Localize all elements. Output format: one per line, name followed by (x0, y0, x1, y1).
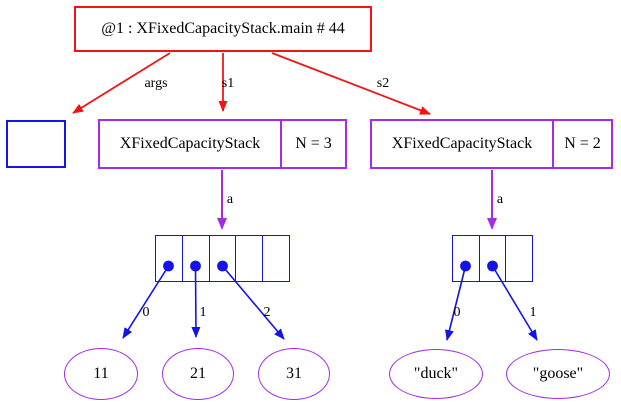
edge-index2-left-arrow (221, 265, 285, 340)
edge-index0-right-arrow (445, 265, 467, 341)
edge-s2-arrow (271, 52, 431, 115)
array-slot (156, 236, 183, 281)
value-node-duck: "duck" (389, 349, 483, 399)
array-slot (506, 236, 532, 281)
edge-label-a-left: a (226, 192, 234, 207)
stack1-field-n: N = 3 (295, 135, 332, 152)
stack2-class-name: XFixedCapacityStack (372, 121, 554, 167)
edge-label-index1-right: 1 (529, 305, 537, 320)
edge-label-args: args (144, 76, 168, 91)
value-node-21: 21 (162, 348, 234, 400)
pointer-dot-icon (487, 260, 498, 272)
edge-label-index0-right: 0 (453, 305, 461, 320)
edge-label-s1: s1 (221, 76, 235, 91)
stack1-backing-array-node (155, 235, 290, 282)
stack2-field-n: N = 2 (564, 135, 601, 152)
stack1-class-name: XFixedCapacityStack (100, 121, 282, 167)
edge-label-index1-left: 1 (199, 305, 207, 320)
args-array-node (6, 120, 66, 168)
pointer-dot-icon (460, 260, 471, 272)
pointer-dot-icon (163, 260, 174, 272)
array-slot (210, 236, 237, 281)
stack-frame-node: @1 : XFixedCapacityStack.main # 44 (74, 6, 372, 52)
pointer-dot-icon (190, 260, 201, 272)
array-slot (236, 236, 264, 281)
edge-label-index0-left: 0 (142, 305, 150, 320)
edge-index1-left-arrow (191, 265, 201, 338)
pointer-dot-icon (217, 260, 228, 272)
array-slot (263, 236, 289, 281)
edge-index0-left-arrow (122, 265, 170, 339)
stack1-object-node: XFixedCapacityStack N = 3 (98, 119, 347, 169)
edge-index1-right-arrow (491, 265, 538, 341)
value-node-goose: "goose" (506, 349, 610, 399)
edge-label-a-right: a (496, 192, 504, 207)
stack2-backing-array-node (452, 235, 533, 282)
edge-args-arrow (72, 52, 171, 114)
value-node-11: 11 (64, 348, 138, 400)
edge-label-index2-left: 2 (263, 305, 271, 320)
array-slot (480, 236, 507, 281)
edge-label-s2: s2 (376, 76, 390, 91)
stack2-object-node: XFixedCapacityStack N = 2 (370, 119, 613, 169)
array-slot (453, 236, 480, 281)
array-slot (183, 236, 210, 281)
value-node-31: 31 (258, 348, 330, 400)
